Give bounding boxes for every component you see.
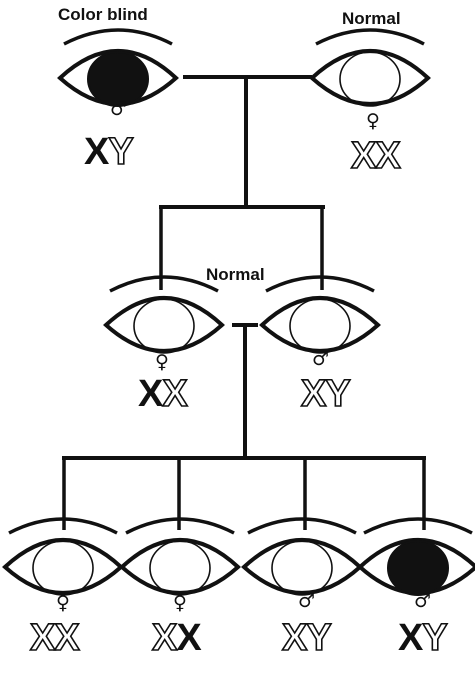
eye-outline <box>2 538 124 595</box>
eye-outline <box>259 296 381 353</box>
iris-open <box>271 540 333 596</box>
label-normal-middle: Normal <box>206 265 265 284</box>
iris-open <box>133 298 195 354</box>
allele-x-solid: X <box>176 617 201 659</box>
eye-icon-f1-husband <box>259 275 381 354</box>
iris-open <box>339 51 401 107</box>
allele-x-outline: X <box>350 135 377 177</box>
allele-x-solid: X <box>138 373 163 415</box>
brow-arc <box>109 275 219 293</box>
allele-x-outline: X <box>151 617 178 659</box>
allele-x-outline: X <box>162 373 189 415</box>
pupil-filled <box>387 540 449 596</box>
label-normal-top: Normal <box>342 9 401 28</box>
allele-y-outline: Y <box>422 617 449 659</box>
iris-open <box>289 298 351 354</box>
eye-outline <box>103 296 225 353</box>
eye-outline <box>119 538 241 595</box>
allele-x-outline: X <box>54 617 81 659</box>
genotype-p-mother: XX <box>350 135 402 177</box>
genotype-f2-4: XY <box>398 617 449 659</box>
iris-open <box>32 540 94 596</box>
allele-x-outline: X <box>29 617 56 659</box>
eye-icon-p-father <box>57 28 179 107</box>
genotype-f2-2: XX <box>151 617 202 659</box>
allele-y-outline: Y <box>108 131 135 173</box>
brow-arc <box>125 517 235 535</box>
allele-x-outline: X <box>375 135 402 177</box>
male-symbol-icon: ♂ <box>110 98 128 120</box>
brow-arc <box>265 275 375 293</box>
eye-icon-f2-3 <box>241 517 363 596</box>
allele-y-outline: Y <box>325 373 352 415</box>
female-symbol-icon: ♀ <box>56 592 70 614</box>
label-color-blind: Color blind <box>58 5 148 24</box>
male-symbol-icon: ♂ <box>414 590 432 612</box>
brow-arc <box>63 28 173 46</box>
genotype-f2-3: XY <box>281 617 333 659</box>
iris-open <box>149 540 211 596</box>
allele-x-solid: X <box>398 617 423 659</box>
allele-x-solid: X <box>84 131 109 173</box>
allele-x-outline: X <box>281 617 308 659</box>
brow-arc <box>363 517 473 535</box>
eye-icon-p-mother <box>309 28 431 107</box>
allele-y-outline: Y <box>306 617 333 659</box>
male-symbol-icon: ♂ <box>312 348 330 370</box>
pupil-filled <box>87 51 149 107</box>
eye-outline <box>309 49 431 106</box>
genotype-p-father: XY <box>84 131 135 173</box>
eye-icon-f2-2 <box>119 517 241 596</box>
eye-outline <box>241 538 363 595</box>
genotype-f2-1: XX <box>29 617 81 659</box>
brow-arc <box>315 28 425 46</box>
brow-arc <box>247 517 357 535</box>
eye-icon-f2-4 <box>357 517 475 596</box>
eye-icon-f1-daughter <box>103 275 225 354</box>
genotype-f1-husband: XY <box>300 373 352 415</box>
brow-arc <box>8 517 118 535</box>
female-symbol-icon: ♀ <box>155 351 169 373</box>
eye-icon-f2-1 <box>2 517 124 596</box>
allele-x-outline: X <box>300 373 327 415</box>
male-symbol-icon: ♂ <box>298 590 316 612</box>
genotype-f1-daughter: XX <box>138 373 189 415</box>
female-symbol-icon: ♀ <box>366 110 380 132</box>
female-symbol-icon: ♀ <box>173 592 187 614</box>
